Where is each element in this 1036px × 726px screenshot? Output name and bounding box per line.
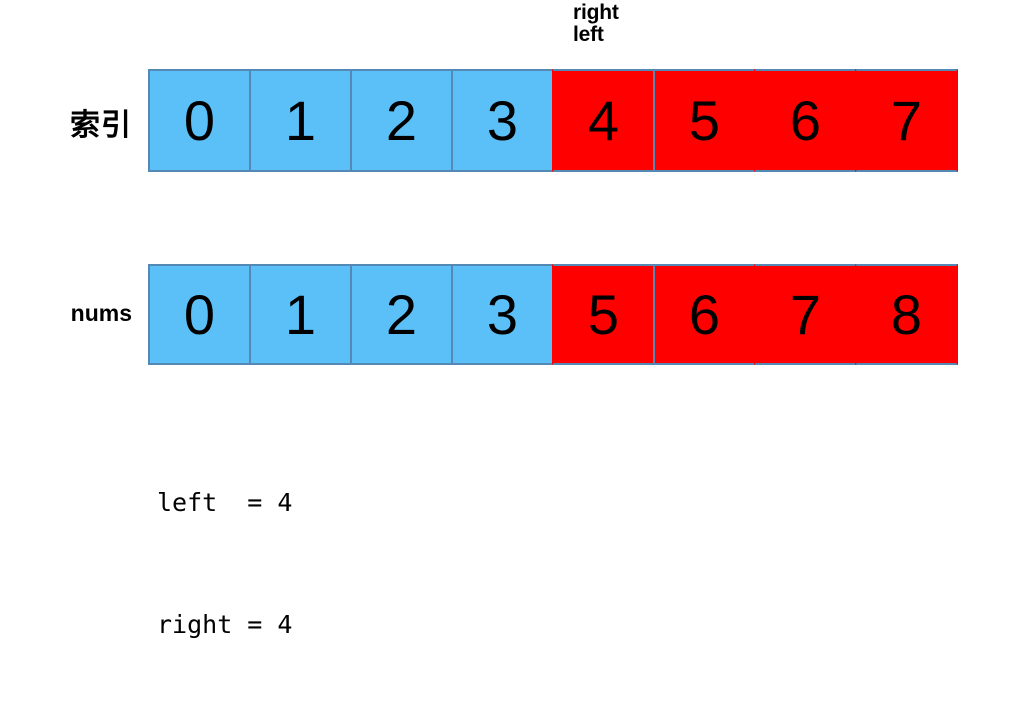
array-cell: 1 — [249, 69, 352, 172]
array-cell: 0 — [148, 264, 251, 365]
array-cell: 2 — [350, 264, 453, 365]
array-cell: 2 — [350, 69, 453, 172]
array-cell: 6 — [653, 264, 756, 365]
array-cell: 4 — [552, 69, 655, 172]
array-cell: 7 — [855, 69, 958, 172]
array-cell: 0 — [148, 69, 251, 172]
array-cell: 3 — [451, 264, 554, 365]
pointer-label-group: right left — [573, 1, 619, 47]
array-cell: 7 — [754, 264, 857, 365]
array-cell: 1 — [249, 264, 352, 365]
pointer-label-right: right — [573, 1, 619, 24]
array-cell: 5 — [653, 69, 756, 172]
variable-readout: left = 4 right = 4 — [157, 402, 292, 726]
variable-left: left = 4 — [157, 488, 293, 517]
variable-right: right = 4 — [157, 609, 293, 639]
pointer-label-left: left — [573, 23, 604, 47]
row-label-nums: nums — [70, 300, 132, 326]
row-label-index: 索引 — [70, 109, 132, 142]
array-cell: 5 — [552, 264, 655, 365]
array-cell: 3 — [451, 69, 554, 172]
array-cell: 6 — [754, 69, 857, 172]
array-cell: 8 — [855, 264, 958, 365]
